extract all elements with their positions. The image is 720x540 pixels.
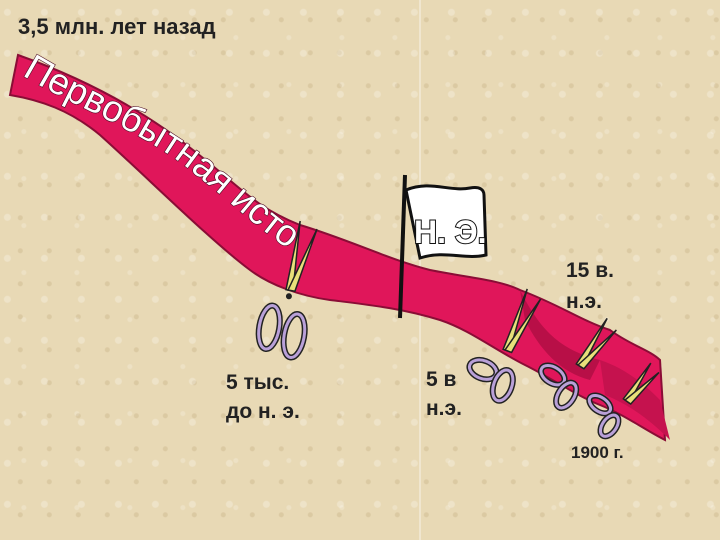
label-1900: 1900 г.	[571, 443, 624, 462]
scissors-icon	[586, 362, 660, 440]
label-15th-century-line2: н.э.	[566, 290, 602, 313]
label-15th-century: 15 в. н.э.	[566, 255, 614, 317]
label-5th-century-line2: н.э.	[426, 397, 462, 420]
label-5th-century: 5 в н.э.	[426, 365, 462, 423]
label-5th-century-line1: 5 в	[426, 368, 457, 391]
label-5000-bc: 5 тыс. до н. э.	[226, 368, 300, 426]
flag-label: Н. Э.	[414, 214, 487, 250]
flag-icon: Н. Э.	[398, 174, 488, 319]
scissors-icon	[255, 220, 318, 361]
scissors-icon	[466, 288, 542, 404]
start-date-label: 3,5 млн. лет назад	[18, 14, 216, 39]
label-15th-century-line1: 15 в.	[566, 259, 614, 282]
scissors-icon	[537, 317, 617, 411]
label-5000-bc-line2: до н. э.	[226, 400, 300, 423]
label-5000-bc-line1: 5 тыс.	[226, 371, 290, 394]
